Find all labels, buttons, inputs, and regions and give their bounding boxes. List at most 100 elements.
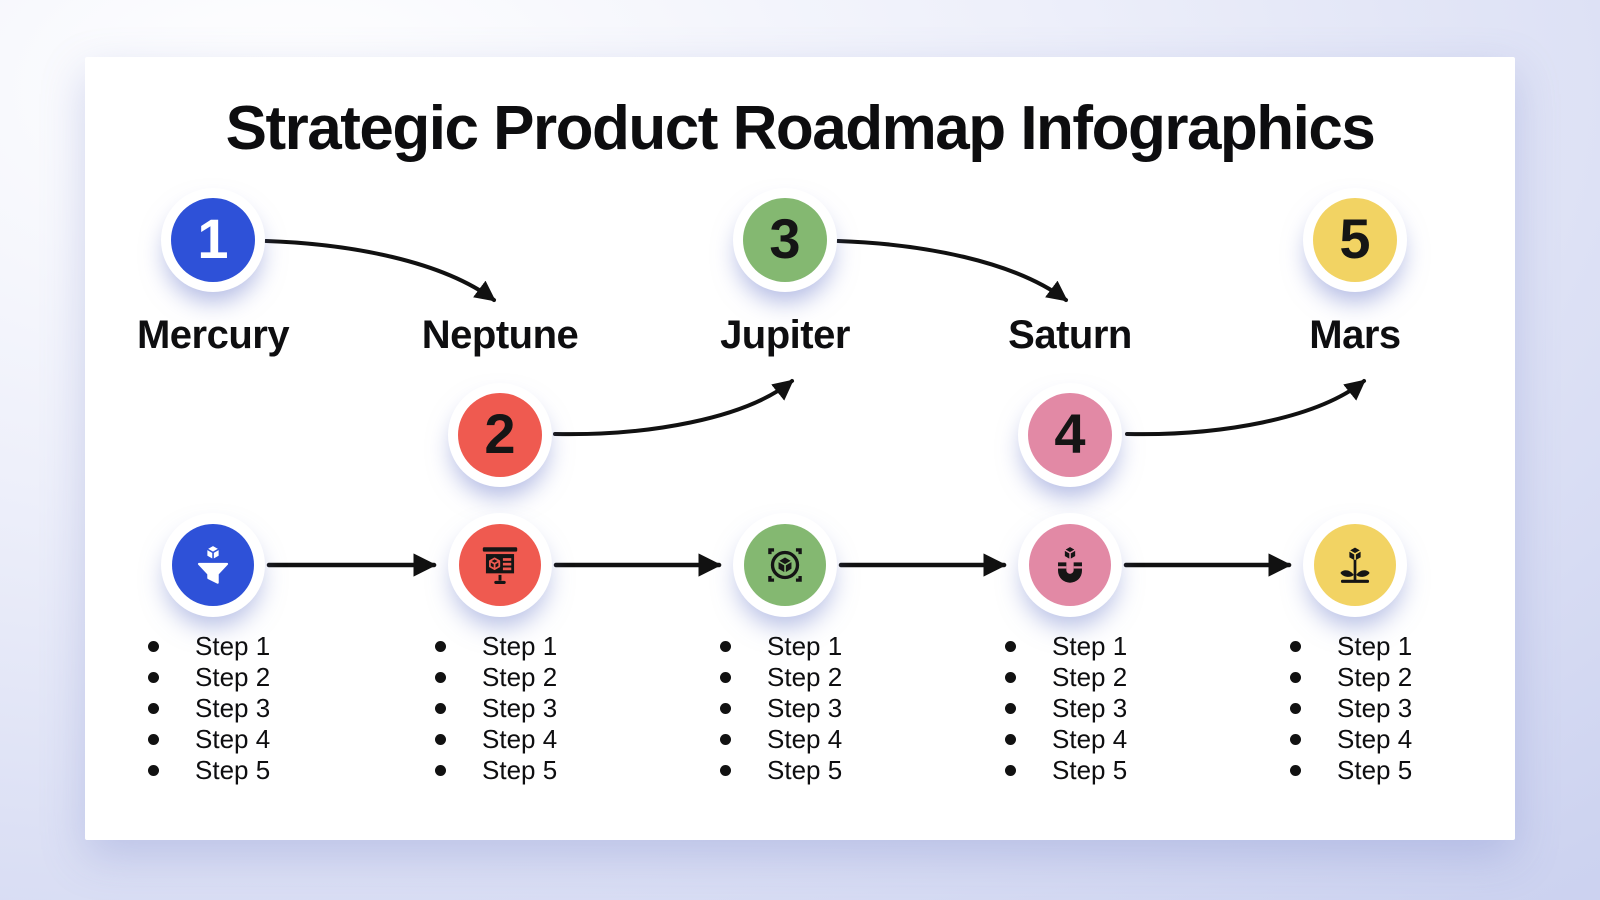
step-label: Step 1 (1337, 631, 1413, 661)
stage-column-mercury: 1 Mercury Step 1 Step 2 Step 3 Step 4 St… (93, 57, 333, 840)
step-label: Step 1 (195, 631, 271, 661)
step-item: Step 3 (720, 693, 850, 723)
step-label: Step 1 (767, 631, 843, 661)
stage-number-badge: 5 (1303, 188, 1407, 292)
planet-label: Mercury (136, 313, 290, 357)
step-item: Step 5 (435, 755, 565, 785)
stage-column-jupiter: 3 Jupiter (665, 57, 905, 840)
stage-number: 1 (171, 198, 255, 282)
ar-cube-target-icon (744, 524, 826, 606)
step-item: Step 3 (1005, 693, 1135, 723)
infographic-card: Strategic Product Roadmap Infographics 1… (85, 57, 1515, 840)
stage-number-badge: 4 (1018, 383, 1122, 487)
stage-icon-ring (1018, 513, 1122, 617)
bullet-icon (435, 765, 446, 776)
steps-list: Step 1 Step 2 Step 3 Step 4 Step 5 (950, 631, 1190, 785)
steps-list: Step 1 Step 2 Step 3 Step 4 Step 5 (665, 631, 905, 785)
step-label: Step 5 (767, 755, 843, 785)
step-label: Step 3 (482, 693, 558, 723)
step-label: Step 1 (482, 631, 558, 661)
steps-list: Step 1 Step 2 Step 3 Step 4 Step 5 (380, 631, 620, 785)
step-label: Step 2 (1052, 662, 1128, 692)
bullet-icon (1290, 641, 1301, 652)
step-label: Step 2 (767, 662, 843, 692)
presentation-board-icon (459, 524, 541, 606)
step-label: Step 2 (1337, 662, 1413, 692)
bullet-icon (720, 703, 731, 714)
steps-list: Step 1 Step 2 Step 3 Step 4 Step 5 (1235, 631, 1475, 783)
step-label: Step 1 (1052, 631, 1128, 661)
step-item: Step 2 (720, 662, 850, 692)
step-item: Step 4 (720, 724, 850, 754)
bullet-icon (720, 672, 731, 683)
bullet-icon (1005, 641, 1016, 652)
planet-label: Mars (1309, 313, 1401, 357)
step-item: Step 2 (1005, 662, 1135, 692)
stage-number: 2 (458, 393, 542, 477)
step-label: Step 2 (195, 662, 271, 692)
bullet-icon (1290, 703, 1301, 714)
step-item: Step 4 (148, 724, 278, 754)
step-label: Step 3 (195, 693, 271, 723)
bullet-icon (435, 641, 446, 652)
bullet-icon (720, 641, 731, 652)
step-label: Step 4 (195, 724, 271, 754)
stage-column-neptune: 2 Neptune Step 1 Step 2 Step 3 S (380, 57, 620, 840)
plant-growth-icon (1314, 524, 1396, 606)
step-label: Step 5 (1052, 755, 1128, 785)
step-label: Step 4 (1337, 724, 1413, 754)
magnet-cube-icon (1029, 524, 1111, 606)
step-label: Step 5 (195, 755, 271, 785)
step-label: Step 3 (767, 693, 843, 723)
step-label: Step 2 (482, 662, 558, 692)
stage-icon-ring (1303, 513, 1407, 617)
step-item: Step 5 (1005, 755, 1135, 785)
bullet-icon (435, 703, 446, 714)
stage-icon-ring (733, 513, 837, 617)
step-item: Step 5 (720, 755, 850, 785)
bullet-icon (720, 734, 731, 745)
bullet-icon (1005, 765, 1016, 776)
step-item: Step 5 (1290, 757, 1420, 783)
step-label: Step 5 (482, 755, 558, 785)
bullet-icon (1005, 672, 1016, 683)
stage-number-badge: 1 (161, 188, 265, 292)
bullet-icon (1290, 734, 1301, 745)
stage-column-saturn: 4 Saturn Step 1 Step 2 Step 3 (950, 57, 1190, 840)
stage-icon-ring (161, 513, 265, 617)
bullet-icon (148, 641, 159, 652)
planet-label: Saturn (1008, 313, 1132, 357)
cube-funnel-icon (172, 524, 254, 606)
step-label: Step 3 (1337, 693, 1413, 723)
stage-number-badge: 2 (448, 383, 552, 487)
step-item: Step 2 (435, 662, 565, 692)
steps-list: Step 1 Step 2 Step 3 Step 4 Step 5 (93, 631, 333, 785)
bullet-icon (720, 765, 731, 776)
stage-icon-ring (448, 513, 552, 617)
bullet-icon (435, 672, 446, 683)
step-item: Step 3 (148, 693, 278, 723)
step-item: Step 3 (435, 693, 565, 723)
step-label: Step 4 (1052, 724, 1128, 754)
step-item: Step 1 (1290, 631, 1420, 661)
step-item: Step 4 (1290, 724, 1420, 754)
bullet-icon (1290, 672, 1301, 683)
stage-column-mars: 5 Mars Step 1 Step 2 (1235, 57, 1475, 840)
bullet-icon (148, 765, 159, 776)
step-label: Step 3 (1052, 693, 1128, 723)
stage-number: 4 (1028, 393, 1112, 477)
bullet-icon (148, 672, 159, 683)
step-label: Step 4 (767, 724, 843, 754)
step-item: Step 1 (435, 631, 565, 661)
bullet-icon (148, 703, 159, 714)
step-item: Step 3 (1290, 693, 1420, 723)
bullet-icon (435, 734, 446, 745)
stage-number: 3 (743, 198, 827, 282)
bullet-icon (1290, 765, 1301, 776)
step-item: Step 4 (435, 726, 565, 752)
page-title: Strategic Product Roadmap Infographics (225, 94, 1376, 163)
step-item: Step 2 (1290, 662, 1420, 692)
step-item: Step 1 (1005, 631, 1135, 661)
step-item: Step 5 (148, 755, 278, 785)
step-item: Step 4 (1005, 724, 1135, 754)
